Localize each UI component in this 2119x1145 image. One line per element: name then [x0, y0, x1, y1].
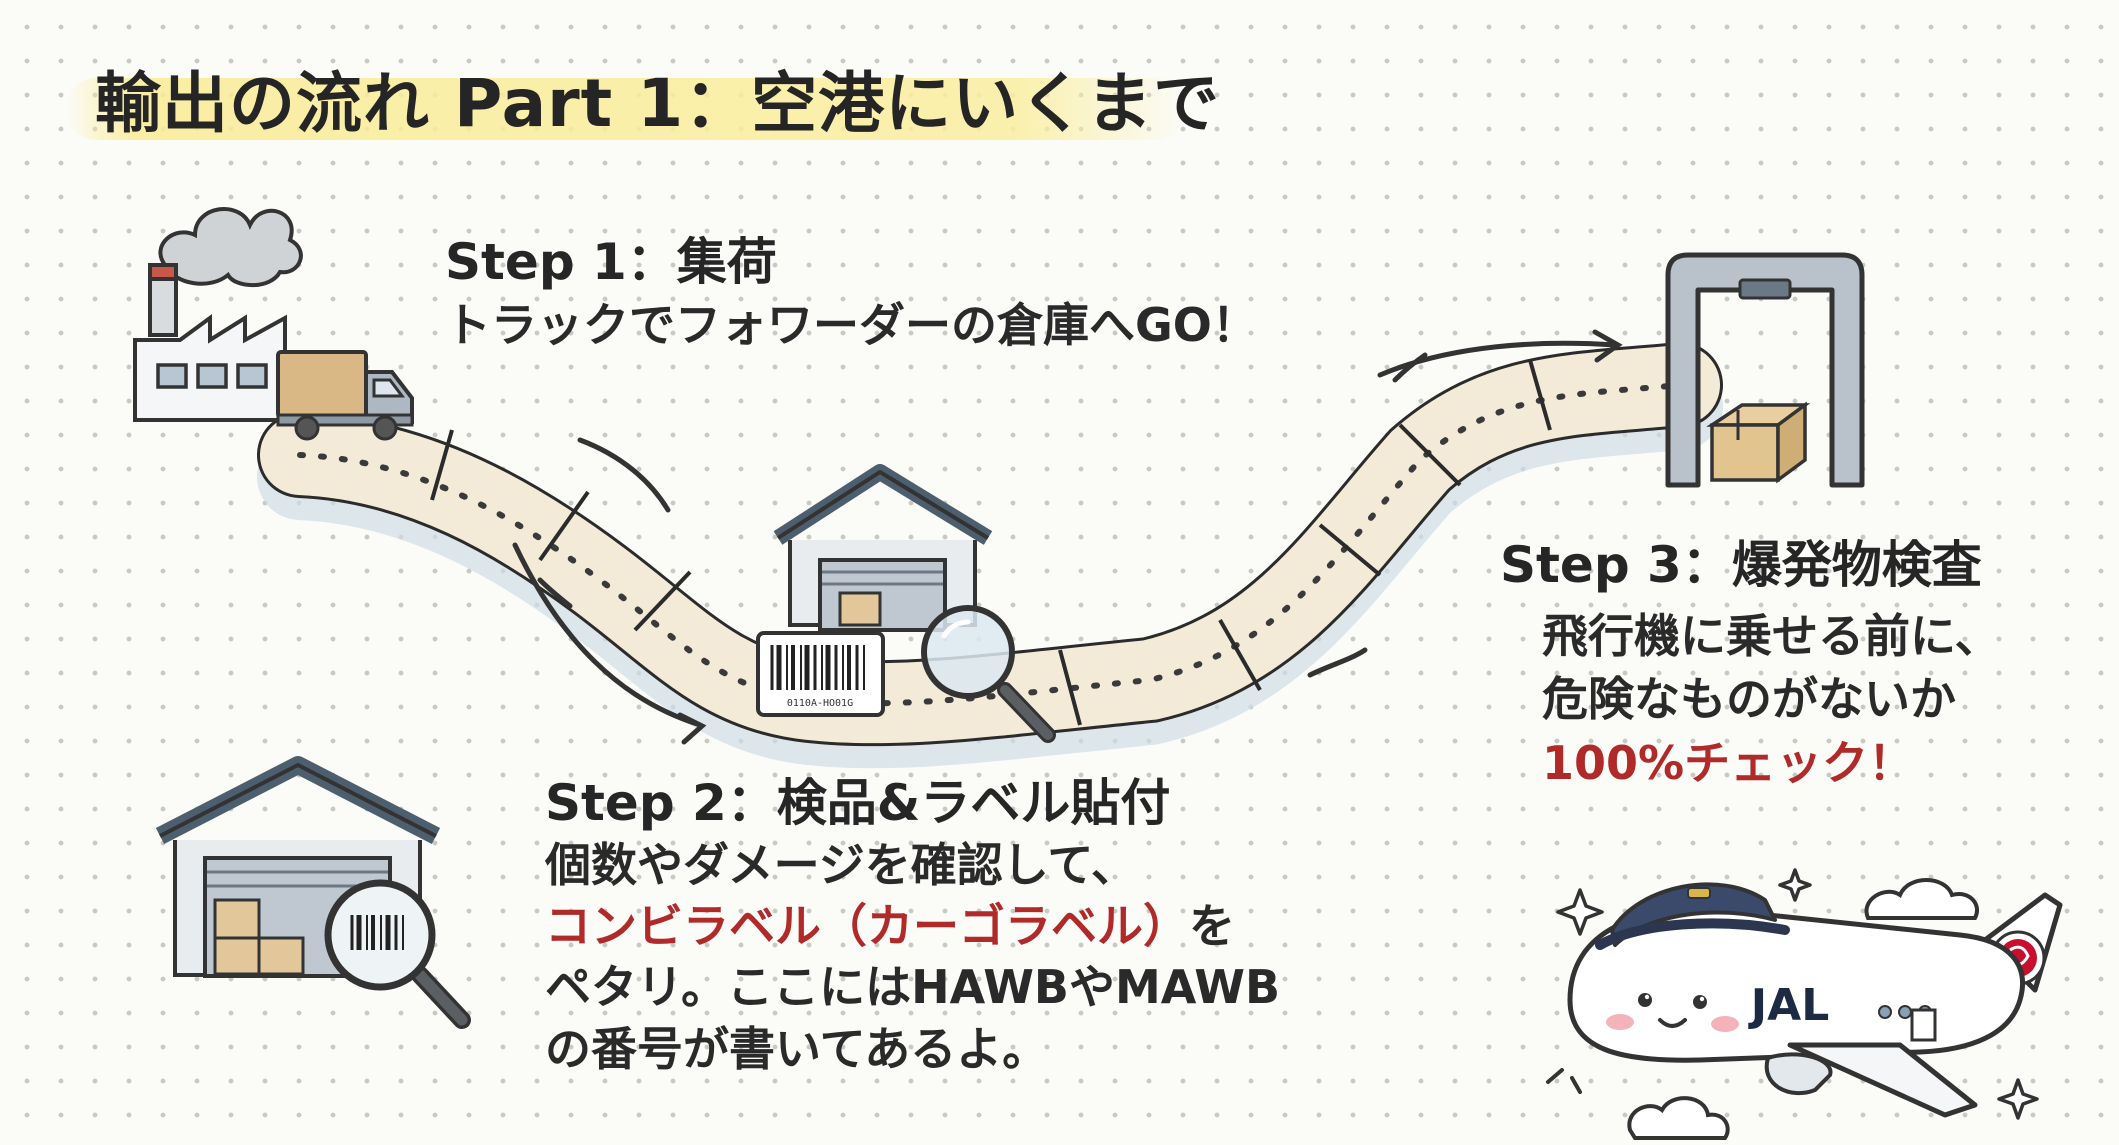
factory-icon: [133, 207, 303, 422]
step-3-title: Step 3：爆発物検査: [1500, 536, 1982, 594]
magnifier-icon-left: [324, 879, 471, 1029]
step-3-accent: 100%チェック！: [1542, 735, 1915, 790]
security-gate-icon: [1665, 252, 1865, 488]
title-highlight: [66, 78, 1186, 140]
step-2-line-3: ペタリ。ここにはHAWBやMAWB: [545, 960, 1281, 1015]
step-3-description: 飛行機に乗せる前に、 危険なものがないか 100%チェック！: [1542, 605, 2001, 795]
warehouse-icon: [773, 464, 993, 632]
barcode-caption: 0110A-HO01G: [787, 698, 853, 709]
barcode-label-icon: 0110A-HO01G: [756, 631, 885, 717]
step-2-line-2-rest: を: [1189, 899, 1235, 954]
combi-label-term: コンビラベル（カーゴラベル）: [545, 899, 1189, 954]
page-title: 輸出の流れ Part 1：空港にいくまで: [95, 65, 1221, 142]
cloud-icon: [1627, 878, 1979, 1140]
step-3-block: Step 3：爆発物検査 飛行機に乗せる前に、 危険なものがないか 100%チェ…: [1500, 535, 2001, 795]
package-box: [1706, 401, 1811, 484]
sparkle-icon: [1556, 868, 2039, 1120]
step-1-description: トラックでフォワーダーの倉庫へGO！: [445, 298, 1258, 352]
step-2-description: 個数やダメージを確認して、 コンビラベル（カーゴラベル）を ペタリ。ここにはHA…: [545, 835, 1280, 1080]
truck-icon: [276, 350, 414, 441]
motion-arrows: [512, 329, 1623, 745]
step-2-line-4: の番号が書いてあるよ。: [545, 1021, 1049, 1076]
step-3-line-1: 飛行機に乗せる前に、: [1542, 609, 2001, 663]
step-2-line-2: コンビラベル（カーゴラベル）を: [545, 896, 1280, 957]
step-2-line-1: 個数やダメージを確認して、: [545, 838, 1138, 892]
step-1-title: Step 1：集荷: [445, 233, 777, 291]
airline-logo-text: JAL: [1748, 980, 1829, 1031]
step-1-block: Step 1：集荷 トラックでフォワーダーの倉庫へGO！: [445, 232, 1258, 356]
step-2-block: Step 2：検品&ラベル貼付 個数やダメージを確認して、 コンビラベル（カーゴ…: [545, 773, 1280, 1080]
step-3-line-2: 危険なものがないか: [1542, 672, 1956, 727]
magnifier-icon: [921, 605, 1056, 743]
step-2-title: Step 2：検品&ラベル貼付: [545, 774, 1171, 832]
airplane-icon: JAL: [1546, 882, 2063, 1118]
